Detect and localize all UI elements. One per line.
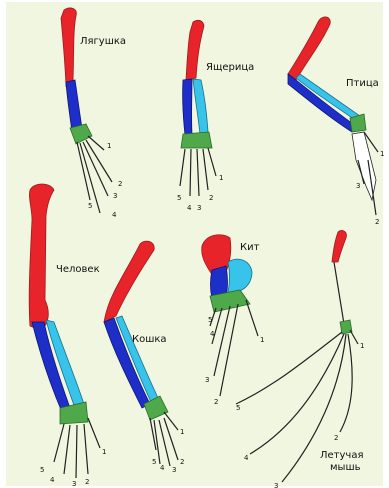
cat-digit-number-2: 2	[180, 458, 184, 466]
bird-label: Птица	[346, 78, 379, 89]
human-digit-number-2: 2	[85, 478, 89, 486]
bat-digit-number-3: 3	[274, 482, 278, 488]
bat-digit-number-5: 5	[236, 404, 240, 412]
cat-digit-number-3: 3	[172, 466, 176, 474]
lizard-digit-number-2: 2	[209, 194, 213, 202]
frog-digit-number-1: 1	[107, 142, 111, 150]
human-label: Человек	[56, 264, 100, 275]
bird-digit-number-2: 2	[375, 218, 379, 226]
bat-label-line1: Летучая	[320, 450, 363, 461]
bat-digit-number-1: 1	[360, 342, 364, 350]
whale-digit-number-2: 2	[214, 398, 218, 406]
bat-digit-number-2: 2	[334, 434, 338, 442]
frog-digit-number-3: 3	[113, 192, 117, 200]
whale-digit-number-3: 3	[205, 376, 209, 384]
lizard-digit-number-4: 4	[187, 204, 192, 212]
human-digit-number-4: 4	[50, 476, 55, 484]
cat-digit-number-1: 1	[180, 428, 184, 436]
whale-digit-number-1: 1	[260, 336, 264, 344]
lizard-wrist	[181, 132, 212, 148]
whale-digit-number-4: 4	[210, 330, 215, 338]
bat-digit-number-4: 4	[244, 454, 249, 462]
human-digit-number-3: 3	[72, 480, 76, 488]
cat-digit-number-4: 4	[160, 464, 165, 472]
bird-digit-number-1: 1	[380, 150, 384, 158]
whale-digit-number-5: 5	[208, 316, 212, 324]
frog-digit-number-5: 5	[88, 202, 92, 210]
lizard-ulna	[183, 79, 192, 135]
bat-label-line2: мышь	[330, 462, 361, 473]
human-digit-number-5: 5	[40, 466, 44, 474]
bird-digit-number-3: 3	[356, 182, 360, 190]
lizard-digit-number-1: 1	[219, 174, 223, 182]
frog-digit-number-2: 2	[118, 180, 122, 188]
frog-digit-number-4: 4	[112, 211, 117, 219]
cat-digit-number-5: 5	[152, 458, 156, 466]
frog-label: Лягушка	[80, 36, 126, 47]
human-digit-number-1: 1	[102, 448, 106, 456]
whale-label: Кит	[240, 242, 260, 253]
cat-label: Кошка	[132, 334, 167, 345]
lizard-digit-number-3: 3	[197, 204, 201, 212]
lizard-label: Ящерица	[206, 62, 254, 73]
lizard-digit-number-5: 5	[177, 194, 181, 202]
